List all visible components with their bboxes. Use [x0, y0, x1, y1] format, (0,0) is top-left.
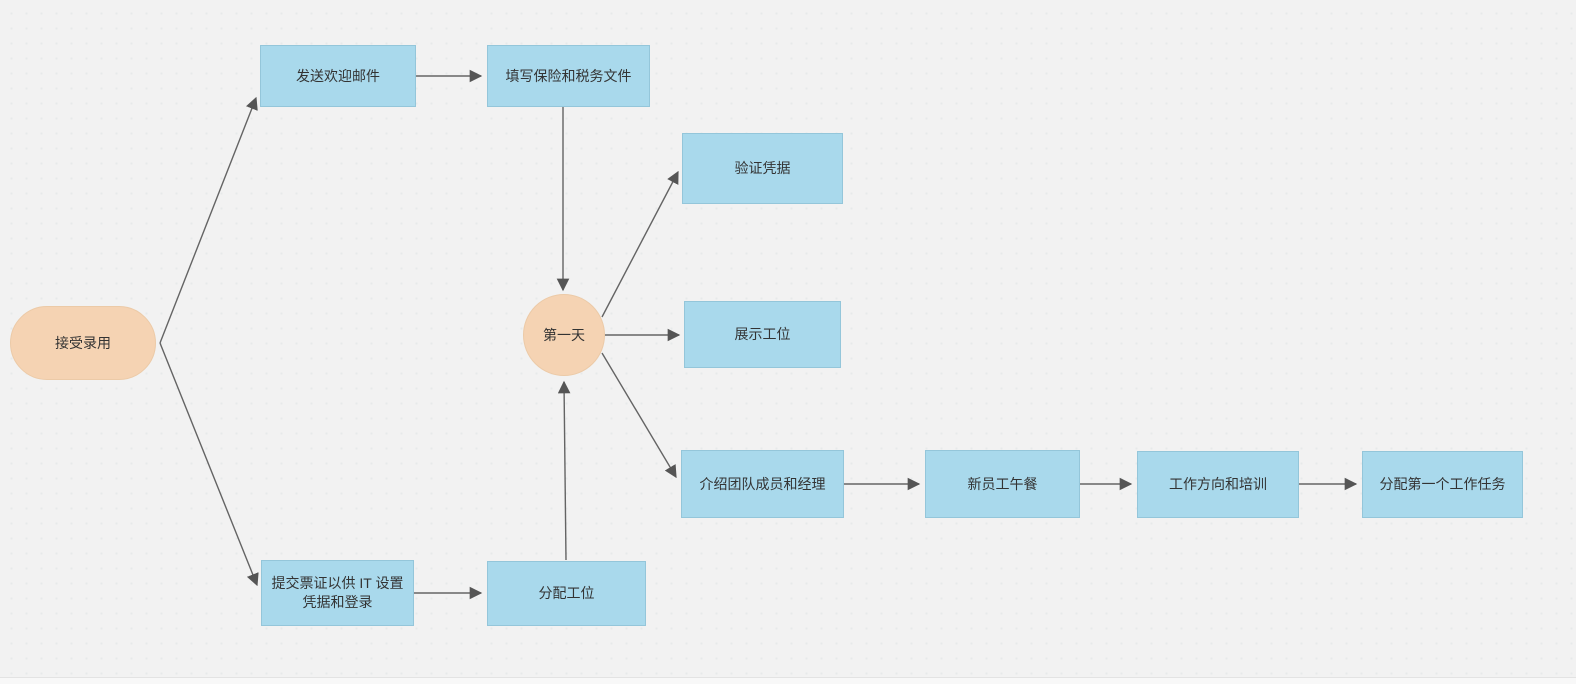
- node-assign-workstation[interactable]: 分配工位: [487, 561, 646, 626]
- node-fill-insurance-tax-docs-label: 填写保险和税务文件: [505, 67, 632, 84]
- edge-accept-to-welcome: [159, 96, 258, 344]
- node-verify-credentials-label: 验证凭据: [734, 160, 791, 177]
- node-work-direction-training[interactable]: 工作方向和培训: [1137, 451, 1299, 518]
- node-assign-first-task-label: 分配第一个工作任务: [1379, 476, 1506, 493]
- node-first-day-label: 第一天: [543, 326, 585, 343]
- edge-accept-to-ticket: [159, 342, 259, 587]
- node-accept-offer[interactable]: 接受录用: [10, 306, 156, 380]
- node-introduce-team-manager-label: 介绍团队成员和经理: [699, 475, 826, 492]
- node-first-day[interactable]: 第一天: [523, 294, 605, 376]
- node-show-workstation-label: 展示工位: [734, 326, 791, 343]
- node-assign-workstation-label: 分配工位: [538, 585, 595, 602]
- horizontal-scrollbar-track[interactable]: [0, 677, 1576, 684]
- edge-assignws-to-firstday: [557, 380, 571, 561]
- edge-firstday-to-introduce: [601, 352, 677, 479]
- node-accept-offer-label: 接受录用: [55, 334, 111, 351]
- node-introduce-team-manager[interactable]: 介绍团队成员和经理: [681, 450, 844, 518]
- node-verify-credentials[interactable]: 验证凭据: [682, 133, 843, 204]
- node-new-employee-lunch[interactable]: 新员工午餐: [925, 450, 1080, 518]
- node-assign-first-task[interactable]: 分配第一个工作任务: [1362, 451, 1523, 518]
- node-submit-it-ticket[interactable]: 提交票证以供 IT 设置凭据和登录: [261, 560, 414, 626]
- node-show-workstation[interactable]: 展示工位: [684, 301, 841, 368]
- node-new-employee-lunch-label: 新员工午餐: [967, 475, 1038, 492]
- node-fill-insurance-tax-docs[interactable]: 填写保险和税务文件: [487, 45, 650, 107]
- node-submit-it-ticket-label: 提交票证以供 IT 设置凭据和登录: [271, 575, 404, 610]
- edge-firstday-to-verify: [601, 170, 679, 318]
- node-work-direction-training-label: 工作方向和培训: [1169, 476, 1267, 493]
- node-send-welcome-email-label: 发送欢迎邮件: [296, 67, 380, 84]
- node-send-welcome-email[interactable]: 发送欢迎邮件: [260, 45, 416, 107]
